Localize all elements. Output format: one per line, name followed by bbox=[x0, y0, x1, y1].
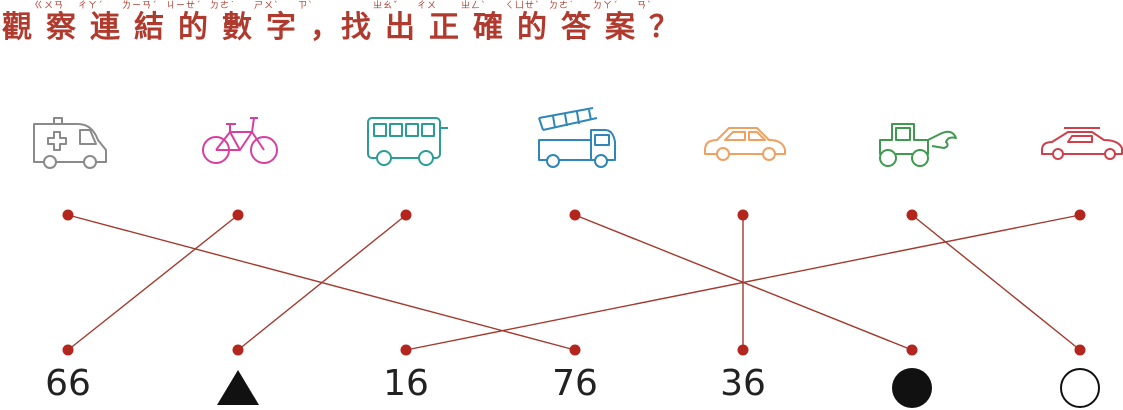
open-circle-symbol-icon bbox=[1060, 368, 1100, 408]
title-char-main: 正 bbox=[429, 10, 460, 45]
connection-line bbox=[405, 214, 1081, 351]
top-dot bbox=[1074, 209, 1086, 221]
title-char-main: 字 bbox=[266, 10, 297, 45]
title-char-main: ？ bbox=[649, 10, 680, 45]
filled-circle-symbol-icon bbox=[892, 368, 932, 408]
title-char: 案ㄢˋ bbox=[605, 1, 653, 46]
title-zhuyin: ㄗˋ bbox=[298, 1, 314, 11]
connection-line bbox=[237, 214, 407, 351]
bottom-dot bbox=[1074, 344, 1086, 356]
title-char: ， bbox=[310, 2, 341, 46]
car-icon bbox=[704, 127, 786, 161]
connection-line bbox=[67, 214, 239, 351]
title-char-main: 答 bbox=[561, 10, 592, 45]
tractor-icon bbox=[879, 123, 957, 167]
bottom-dot bbox=[906, 344, 918, 356]
title-char-main: 觀 bbox=[2, 10, 33, 45]
answer-number: 76 bbox=[552, 363, 598, 404]
bottom-dot bbox=[400, 344, 412, 356]
title-char: ？ bbox=[649, 2, 680, 46]
title-char-main: 的 bbox=[517, 10, 548, 45]
bicycle-icon bbox=[202, 117, 278, 164]
title-char-main: 出 bbox=[385, 10, 416, 45]
title-char-main: 找 bbox=[341, 10, 372, 45]
bottom-dot bbox=[737, 344, 749, 356]
top-dot bbox=[400, 209, 412, 221]
top-dot bbox=[569, 209, 581, 221]
top-dot bbox=[906, 209, 918, 221]
title-char-main: 結 bbox=[134, 10, 165, 45]
answer-number: 36 bbox=[720, 363, 766, 404]
top-dot bbox=[62, 209, 74, 221]
title-char-main: 察 bbox=[46, 10, 77, 45]
top-dot bbox=[737, 209, 749, 221]
title-char-main: 案 bbox=[605, 10, 636, 45]
title-char-main: ， bbox=[310, 10, 341, 45]
title-zhuyin: ㄢˋ bbox=[637, 1, 653, 11]
bus-icon bbox=[367, 117, 448, 166]
bottom-dot bbox=[232, 344, 244, 356]
connection-line bbox=[911, 214, 1081, 351]
answer-number: 66 bbox=[45, 363, 91, 404]
sports-car-icon bbox=[1041, 127, 1123, 160]
bottom-dot bbox=[62, 344, 74, 356]
fire-truck-icon bbox=[538, 107, 616, 168]
title-char: 出ㄔㄨ bbox=[385, 2, 436, 46]
title-char-main: 連 bbox=[90, 10, 121, 45]
title-char-main: 確 bbox=[473, 10, 504, 45]
title-char-main: 數 bbox=[222, 10, 253, 45]
title-char: 字ㄗˋ bbox=[266, 1, 314, 46]
top-dot bbox=[232, 209, 244, 221]
bottom-dot bbox=[569, 344, 581, 356]
title-char-main: 的 bbox=[178, 10, 209, 45]
ambulance-icon bbox=[33, 117, 107, 169]
triangle-symbol-icon bbox=[217, 370, 259, 405]
answer-number: 16 bbox=[383, 363, 429, 404]
